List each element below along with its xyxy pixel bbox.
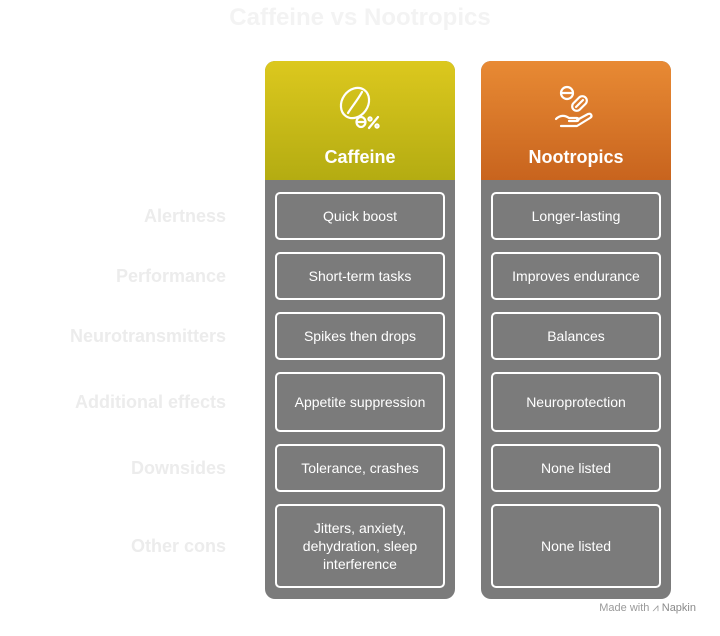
column-title-nootropics: Nootropics: [528, 147, 624, 167]
cell-caffeine-neurotransmitters: Spikes then drops: [275, 312, 445, 360]
footer-made-with: Made with: [599, 602, 650, 614]
column-caffeine: Caffeine Quick boost Short-term tasks Sp…: [265, 61, 455, 599]
cell-nootropics-other-cons: None listed: [491, 504, 661, 588]
cell-caffeine-additional-effects: Appetite suppression: [275, 372, 445, 432]
cell-caffeine-alertness: Quick boost: [275, 192, 445, 240]
row-label-downsides: Downsides: [130, 458, 226, 478]
cell-nootropics-additional-effects: Neuroprotection: [491, 372, 661, 432]
column-header-caffeine: Caffeine: [265, 61, 455, 180]
cell-caffeine-downsides: Tolerance, crashes: [275, 444, 445, 492]
cell-nootropics-downsides: None listed: [491, 444, 661, 492]
row-label-alertness: Alertness: [143, 206, 226, 226]
column-header-nootropics: Nootropics: [481, 61, 671, 180]
column-nootropics: Nootropics Longer-lasting Improves endur…: [481, 61, 671, 599]
cell-nootropics-performance: Improves endurance: [491, 252, 661, 300]
column-title-caffeine: Caffeine: [324, 147, 396, 167]
coffee-bean-icon: [339, 86, 380, 130]
row-label-additional-effects: Additional effects: [74, 392, 226, 412]
row-label-other-cons: Other cons: [130, 536, 226, 556]
page-title: Caffeine vs Nootropics: [229, 4, 491, 31]
row-label-neurotransmitters: Neurotransmitters: [69, 326, 226, 346]
cell-nootropics-alertness: Longer-lasting: [491, 192, 661, 240]
pills-hand-icon: [554, 85, 593, 128]
cell-nootropics-neurotransmitters: Balances: [491, 312, 661, 360]
cell-caffeine-other-cons: Jitters, anxiety, dehydration, sleep int…: [275, 504, 445, 588]
napkin-logo-icon: ⩘: [652, 602, 659, 614]
cell-caffeine-performance: Short-term tasks: [275, 252, 445, 300]
footer-credit: Made with ⩘ Napkin: [599, 602, 696, 615]
footer-brand: Napkin: [661, 602, 696, 614]
row-label-performance: Performance: [115, 266, 226, 286]
